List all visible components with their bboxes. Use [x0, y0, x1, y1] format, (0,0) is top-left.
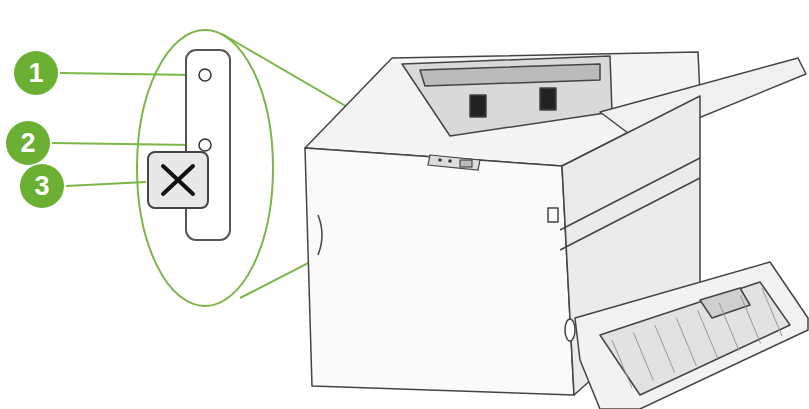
- tray-ribs: [612, 288, 782, 388]
- callout-number: 3: [34, 173, 49, 200]
- printer-body: [305, 52, 808, 409]
- callout-number: 1: [28, 60, 43, 87]
- control-panel: [148, 50, 230, 240]
- callout-circle: 1: [14, 51, 58, 95]
- callout-number: 2: [20, 130, 35, 157]
- callout-circle: 3: [20, 164, 64, 208]
- callout-circle: 2: [6, 121, 50, 165]
- printer-panel: [428, 155, 480, 170]
